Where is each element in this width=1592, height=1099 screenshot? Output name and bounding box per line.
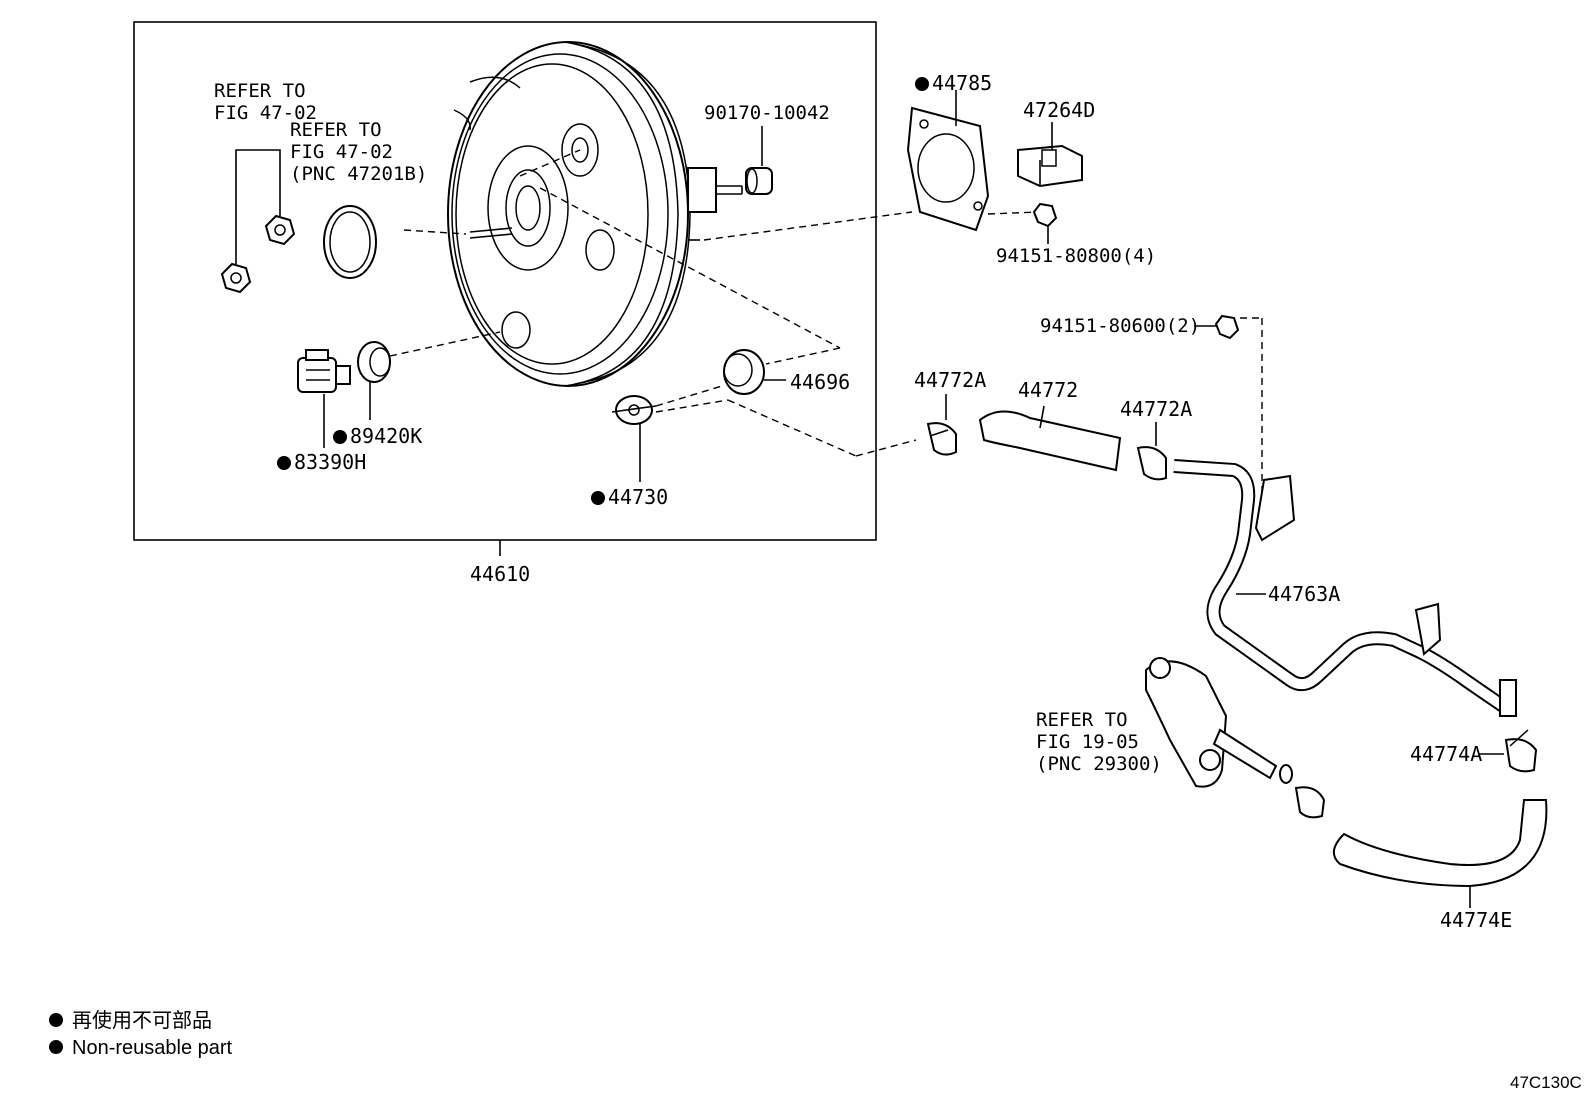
refer-to-fig-47-02-a: REFER TO FIG 47-02 [214,80,317,124]
callout-90170-10042: 90170-10042 [704,102,830,124]
figure-code: 47C130C [1510,1073,1582,1092]
svg-text:REFER TO: REFER TO [214,80,306,102]
legend: 再使用不可部品 Non-reusable part [49,1009,233,1059]
vacuum-pump [1145,657,1293,788]
check-valve [611,395,657,425]
clamp-pump [1294,786,1326,819]
nut-lower [220,262,252,294]
legend-en: Non-reusable part [72,1037,233,1059]
brake-booster [447,41,743,387]
vacuum-sensor [297,349,351,393]
nut-94151-80600 [1214,314,1240,340]
ref1-leader [235,149,281,264]
callout-44730: 44730 [608,485,668,509]
non-reusable-dot-44785 [915,77,929,91]
refer-to-fig-47-02-b: REFER TO FIG 47-02 (PNC 47201B) [290,119,427,185]
callout-44774e: 44774E [1440,908,1512,932]
svg-text:REFER TO: REFER TO [1036,709,1128,731]
svg-text:FIG 47-02: FIG 47-02 [290,141,393,163]
o-ring [323,205,377,279]
callout-47264d: 47264D [1023,98,1095,122]
callout-44763a: 44763A [1268,582,1340,606]
svg-text:REFER TO: REFER TO [290,119,382,141]
non-reusable-dot-44730 [591,491,605,505]
callout-44696: 44696 [790,370,850,394]
callout-94151-80800: 94151-80800(4) [996,245,1156,267]
svg-text:(PNC 47201B): (PNC 47201B) [290,163,427,185]
svg-text:FIG 47-02: FIG 47-02 [214,102,317,124]
callout-44774a: 44774A [1410,742,1482,766]
callout-94151-80600: 94151-80600(2) [1040,315,1200,337]
legend-jp: 再使用不可部品 [72,1009,212,1032]
hose-44772 [978,410,1122,472]
hose-44774e [1333,799,1548,888]
clamp-44772a-right [1136,446,1167,481]
gasket [906,106,990,232]
callout-44610: 44610 [470,562,530,586]
clamp-44774a [1504,729,1538,773]
callout-89420k: 89420K [350,424,422,448]
callout-44772a-right: 44772A [1120,397,1192,421]
callout-44772a-left: 44772A [914,368,986,392]
nut-94151-80800 [1032,202,1058,228]
svg-text:FIG 19-05: FIG 19-05 [1036,731,1139,753]
assembly-frame [133,21,877,541]
non-reusable-dot-89420k [333,430,347,444]
check-valve-grommet [723,349,765,395]
callout-44772: 44772 [1018,378,1078,402]
nut-upper [264,214,296,246]
clamp-44772a-left [926,422,957,456]
svg-text:(PNC 29300): (PNC 29300) [1036,753,1162,775]
bracket-47264d [1017,144,1083,188]
legend-dot-en [49,1040,63,1054]
spacer [745,167,773,195]
legend-dot-jp [49,1013,63,1027]
callout-83390h: 83390H [294,450,366,474]
callout-44785: 44785 [932,71,992,95]
refer-to-fig-19-05: REFER TO FIG 19-05 (PNC 29300) [1036,709,1162,775]
non-reusable-dot-83390h [277,456,291,470]
grommet [357,341,391,383]
